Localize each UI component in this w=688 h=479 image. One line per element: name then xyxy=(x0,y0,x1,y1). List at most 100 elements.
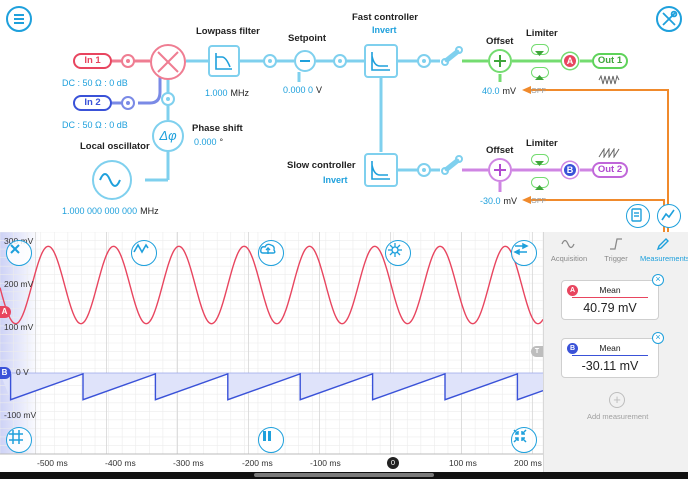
plot-settings-button[interactable] xyxy=(511,240,537,266)
measurement-card-b[interactable]: B Mean -30.11 mV × xyxy=(561,332,664,378)
collapse-arrows-icon xyxy=(513,429,527,443)
block-diagram: In 1 DC : 50 Ω : 0 dB In 2 DC : 50 Ω : 0… xyxy=(0,0,688,232)
input-2-button[interactable]: In 2 xyxy=(73,95,112,111)
measurement-card-a[interactable]: A Mean 40.79 mV × xyxy=(561,274,664,320)
controller-response-icon xyxy=(371,161,390,180)
upload-button[interactable] xyxy=(258,240,284,266)
tab-measurements[interactable]: Measurements xyxy=(640,234,688,263)
measurement-channel-badge: B xyxy=(567,343,578,354)
lowpass-response-icon xyxy=(215,53,232,70)
setpoint-subtract-block[interactable] xyxy=(294,50,316,72)
notes-button[interactable] xyxy=(626,204,650,228)
input-1-button[interactable]: In 1 xyxy=(73,53,112,69)
channel-a-marker[interactable]: A xyxy=(0,306,11,318)
fast-controller-block[interactable] xyxy=(364,44,398,78)
switch-icon xyxy=(441,46,463,66)
probe-point-mixer[interactable] xyxy=(161,92,175,106)
fast-controller-mode[interactable]: Invert xyxy=(372,25,397,35)
channel-a-badge[interactable]: A xyxy=(562,53,578,69)
time-zero-marker[interactable]: 0 xyxy=(387,457,399,469)
signal-generator-button[interactable] xyxy=(131,240,157,266)
home-indicator[interactable] xyxy=(254,473,434,477)
pencil-icon xyxy=(656,238,669,251)
limiter-a-lower[interactable] xyxy=(531,67,549,80)
probe-point-lowpass[interactable] xyxy=(263,54,277,68)
wrench-screwdriver-icon xyxy=(662,10,678,26)
pause-button[interactable] xyxy=(258,427,284,453)
triangle-down-icon xyxy=(535,51,544,56)
tab-trigger[interactable]: Trigger xyxy=(593,234,639,263)
slow-controller-block[interactable] xyxy=(364,153,398,187)
channel-b-marker[interactable]: B xyxy=(0,367,11,379)
limiter-b-upper[interactable] xyxy=(531,154,549,166)
probe-point-slow[interactable] xyxy=(417,163,431,177)
local-oscillator-title: Local oscillator xyxy=(80,141,150,152)
input-1-settings[interactable]: DC : 50 Ω : 0 dB xyxy=(62,78,128,88)
measurement-panel: Acquisition Trigger Measurements A Mean … xyxy=(543,232,688,472)
remove-measurement-a-button[interactable]: × xyxy=(652,274,664,286)
add-measurement-button[interactable]: + xyxy=(609,392,625,408)
measurement-value: 40.79 mV xyxy=(583,301,637,315)
mixer-cross-icon xyxy=(157,51,179,73)
measurement-name: Mean xyxy=(599,285,621,295)
limiter-b-lower[interactable] xyxy=(531,177,549,190)
tab-measurements-label: Measurements xyxy=(640,254,688,263)
output-1-button[interactable]: Out 1 xyxy=(592,53,628,69)
switch-icon xyxy=(441,155,463,175)
controller-response-icon xyxy=(371,52,390,71)
sliders-icon xyxy=(513,242,529,256)
plus-icon xyxy=(494,164,506,176)
slow-output-switch[interactable] xyxy=(440,153,464,177)
probe-point-in1[interactable] xyxy=(121,54,135,68)
measurement-name: Mean xyxy=(599,343,621,353)
pause-icon xyxy=(263,431,271,441)
y-label-a-2: 100 mV xyxy=(4,322,34,332)
remove-measurement-b-button[interactable]: × xyxy=(652,332,664,344)
probe-point-in2[interactable] xyxy=(121,96,135,110)
trigger-marker[interactable]: T xyxy=(531,346,543,357)
limiter-a-title: Limiter xyxy=(526,28,558,39)
probe-point-fast[interactable] xyxy=(417,54,431,68)
trend-line-icon xyxy=(661,209,675,221)
menu-button[interactable] xyxy=(6,6,32,32)
triangle-down-icon xyxy=(535,161,544,166)
grid-icon xyxy=(9,430,23,444)
probe-point-setpoint[interactable] xyxy=(333,54,347,68)
y-label-b-1: -100 mV xyxy=(4,410,37,420)
lowpass-filter-block[interactable] xyxy=(208,45,240,77)
noise-wave-icon xyxy=(598,75,620,85)
triangle-up-icon xyxy=(535,75,544,80)
phase-shift-value[interactable]: 0.000° xyxy=(194,137,224,147)
offset-b-add-block[interactable] xyxy=(488,158,512,182)
tab-acquisition[interactable]: Acquisition xyxy=(546,234,592,263)
oscilloscope-plot[interactable]: 300 mV 200 mV 100 mV 0 V -100 mV A B T -… xyxy=(0,232,543,472)
close-plot-button[interactable] xyxy=(6,240,32,266)
x-label-1: -400 ms xyxy=(105,458,136,468)
local-oscillator-block[interactable] xyxy=(92,160,132,200)
mixer-block[interactable] xyxy=(150,44,186,80)
plot-toggle-button[interactable] xyxy=(657,204,681,228)
autoscale-button[interactable] xyxy=(385,240,411,266)
slow-controller-mode[interactable]: Invert xyxy=(323,175,348,185)
grid-button[interactable] xyxy=(6,427,32,453)
output-2-button[interactable]: Out 2 xyxy=(592,162,628,178)
x-label-2: -300 ms xyxy=(173,458,204,468)
fast-output-switch[interactable] xyxy=(440,44,464,68)
phase-shift-block[interactable]: Δφ xyxy=(152,120,184,152)
fullscreen-button[interactable] xyxy=(511,427,537,453)
offset-a-title: Offset xyxy=(486,36,514,47)
limiter-b-title: Limiter xyxy=(526,138,558,149)
limiter-a-upper[interactable] xyxy=(531,44,549,56)
document-edit-icon xyxy=(631,208,642,222)
tools-button[interactable] xyxy=(656,6,682,32)
trigger-edge-icon xyxy=(610,238,622,250)
trace-channel-b xyxy=(9,372,543,401)
input-2-settings[interactable]: DC : 50 Ω : 0 dB xyxy=(62,120,128,130)
channel-b-badge[interactable]: B xyxy=(562,162,578,178)
offset-a-add-block[interactable] xyxy=(488,49,512,73)
